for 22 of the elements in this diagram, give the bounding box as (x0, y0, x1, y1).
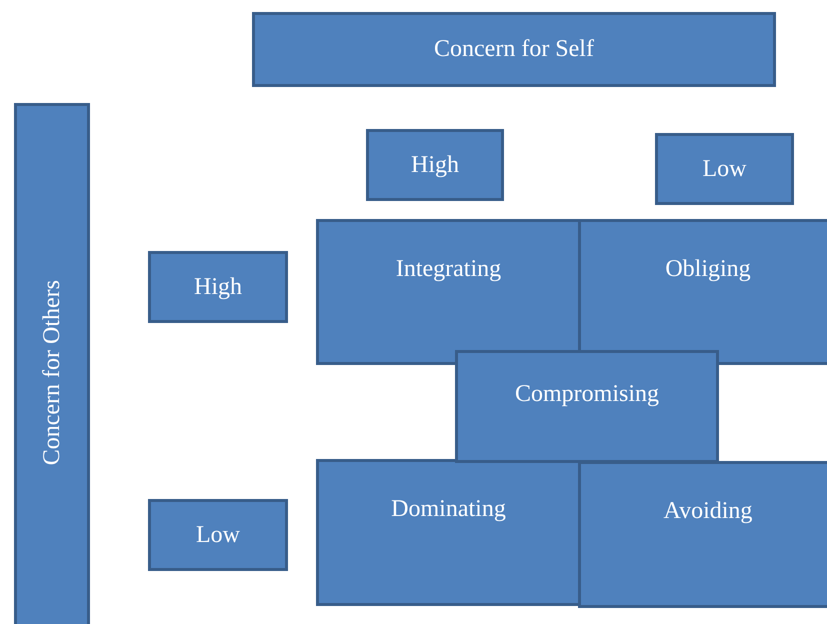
label-box (578, 461, 827, 608)
label-box (148, 251, 288, 323)
box-label: Avoiding (664, 498, 752, 524)
label-box (316, 459, 581, 606)
box-label: Low (702, 156, 746, 182)
label-box (316, 219, 581, 365)
label-box (148, 499, 288, 571)
box-label: Compromising (514, 381, 659, 408)
box-label: Dominating (391, 496, 506, 522)
box-label: High (194, 274, 242, 300)
label-box (578, 219, 827, 365)
label-box (252, 12, 776, 87)
box-label: High (411, 152, 459, 178)
box-label: Integrating (396, 256, 502, 282)
label-box (455, 350, 719, 463)
label-box (366, 129, 504, 201)
box-label: Low (196, 522, 240, 548)
box-label: Obliging (665, 256, 751, 282)
label-box (655, 133, 794, 205)
box-label: Concern for Self (434, 36, 594, 63)
label-box (14, 103, 90, 624)
box-label: Concern for Others (38, 280, 66, 466)
